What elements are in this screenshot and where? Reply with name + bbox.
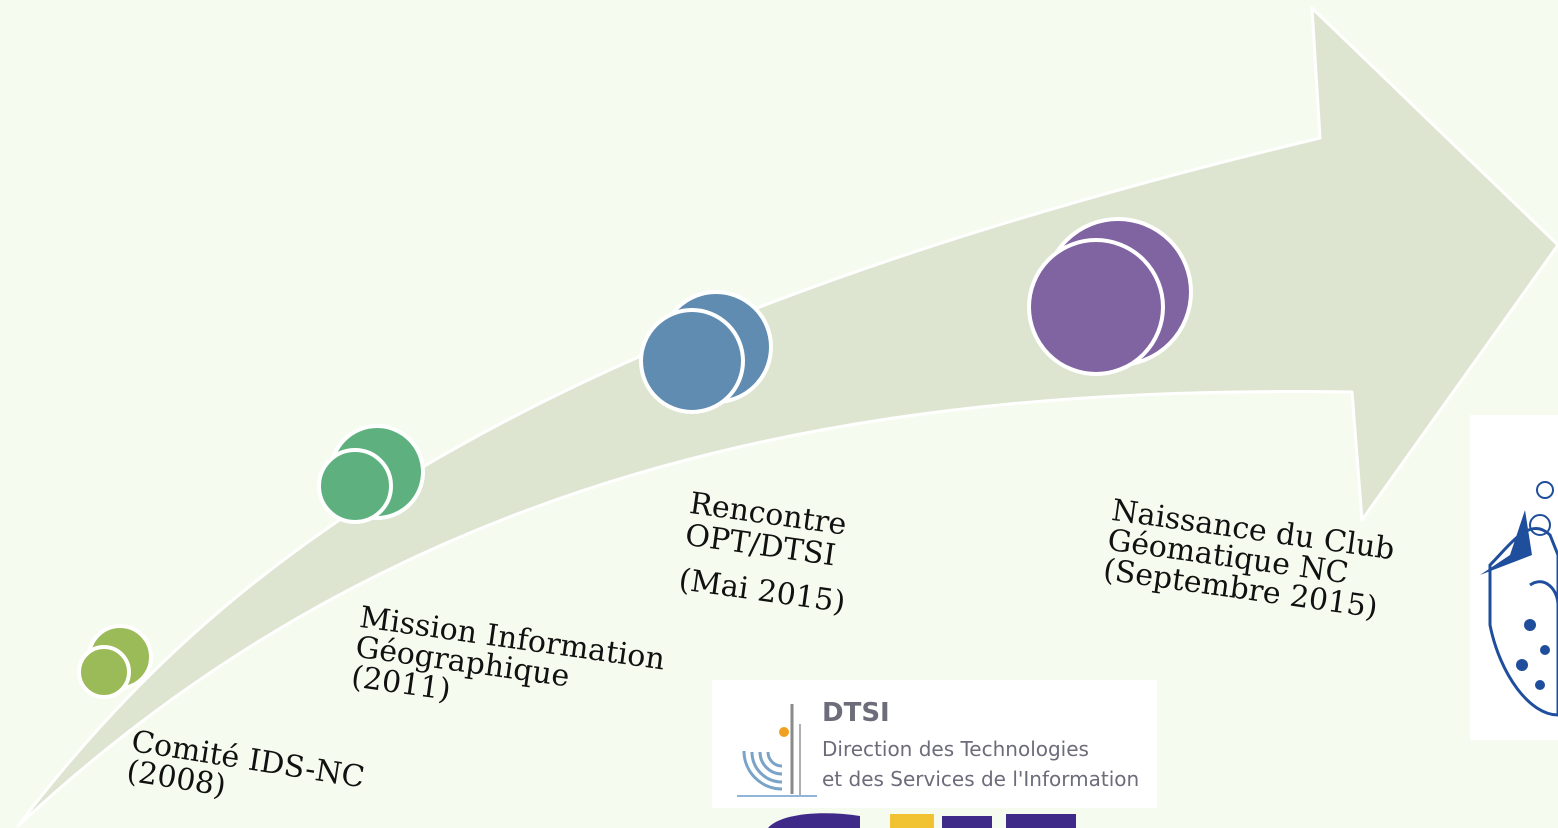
club-mascot-logo bbox=[1470, 415, 1558, 740]
opt-logo bbox=[768, 813, 1076, 828]
dtsi-line-1: Direction des Technologies bbox=[822, 737, 1089, 761]
dtsi-logo: DTSI Direction des Technologies et des S… bbox=[712, 680, 1157, 808]
dtsi-line-2: et des Services de l'Information bbox=[822, 767, 1140, 791]
milestone-marker-1 bbox=[77, 624, 153, 699]
milestone-marker-3 bbox=[639, 290, 773, 414]
milestone-marker-4 bbox=[1027, 217, 1193, 376]
mascot-icon bbox=[1480, 481, 1558, 717]
dtsi-emblem-icon bbox=[737, 704, 817, 797]
milestone-label-3: Rencontre OPT/DTSI (Mai 2015) bbox=[677, 486, 858, 620]
milestone-marker-2 bbox=[317, 424, 425, 524]
dtsi-acronym: DTSI bbox=[822, 698, 890, 728]
timeline-arrow bbox=[16, 6, 1558, 828]
